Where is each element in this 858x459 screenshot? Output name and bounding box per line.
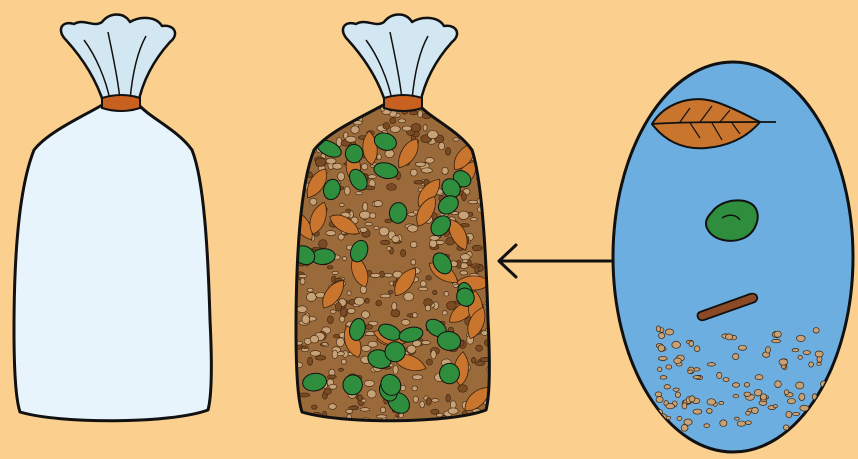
- ingredients-oval: [613, 62, 853, 452]
- filled-bag-tie: [384, 95, 422, 111]
- empty-bag-tie: [102, 95, 140, 111]
- empty-bag-body: [14, 104, 211, 421]
